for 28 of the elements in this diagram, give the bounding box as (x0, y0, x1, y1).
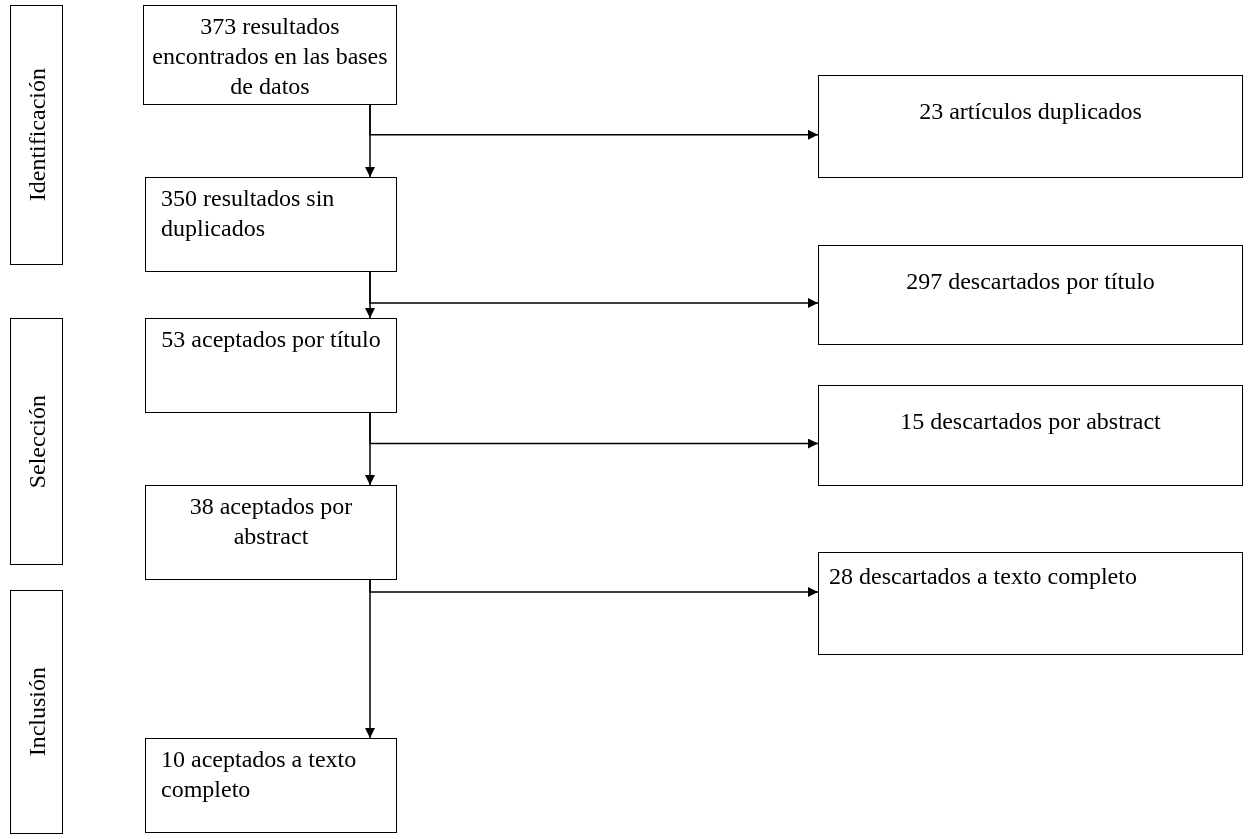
phase-box (10, 590, 63, 834)
process-box (818, 385, 1243, 486)
box-text: 53 aceptados por título (160, 325, 382, 354)
phase-box (10, 5, 63, 265)
process-box (145, 485, 397, 580)
arrow (369, 271, 819, 308)
phase-label: Inclusión (22, 667, 51, 757)
box-text: 10 aceptados a texto completo (161, 745, 358, 804)
process-box (818, 552, 1243, 655)
phase-box (10, 318, 63, 565)
arrow (369, 104, 819, 140)
box-text: 373 resultados encontrados en las bases de datos (152, 12, 388, 101)
box-text: 38 aceptados por abstract (188, 492, 354, 551)
process-box (145, 738, 397, 833)
process-box (145, 177, 397, 272)
arrow (369, 579, 819, 597)
box-text: 297 descartados por título (905, 267, 1156, 296)
box-text: 28 descartados a texto completo (829, 562, 1138, 591)
phase-label: Identificación (22, 68, 51, 202)
box-text: 15 descartados por abstract (899, 407, 1162, 436)
arrow (369, 412, 819, 449)
box-text: 23 artículos duplicados (918, 97, 1143, 126)
process-box (818, 75, 1243, 178)
phase-label: Selección (22, 394, 51, 489)
process-box (143, 5, 397, 105)
process-box (145, 318, 397, 413)
process-box (818, 245, 1243, 345)
box-text: 350 resultados sin duplicados (161, 184, 336, 243)
